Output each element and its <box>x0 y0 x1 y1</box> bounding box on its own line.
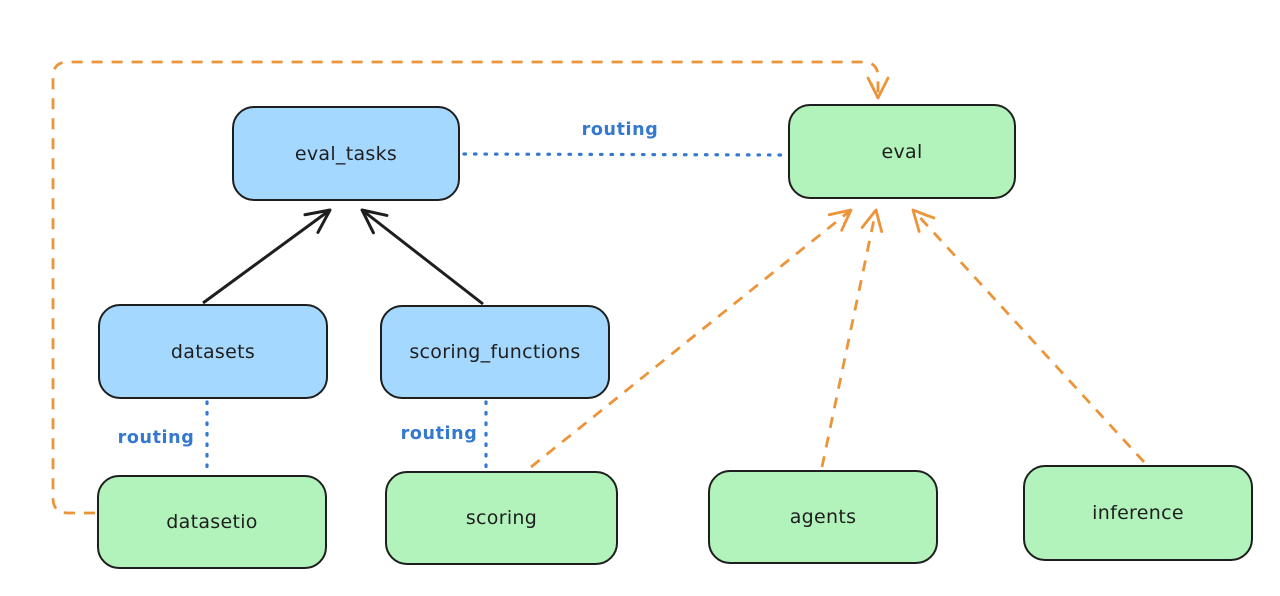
node-eval-label: eval <box>881 140 923 163</box>
node-eval: eval <box>788 104 1016 199</box>
node-eval-tasks-label: eval_tasks <box>294 142 398 165</box>
node-scoring-functions: scoring_functions <box>380 305 610 399</box>
edge-label-routing-eval-tasks-eval: routing <box>581 120 659 140</box>
edge-eval-tasks-to-eval-routing <box>462 152 788 157</box>
node-eval-tasks: eval_tasks <box>232 106 460 201</box>
node-agents-label: agents <box>789 506 857 528</box>
node-scoring: scoring <box>385 471 618 565</box>
edge-inference-to-eval <box>911 208 1146 463</box>
node-scoring-label: scoring <box>465 507 538 529</box>
node-datasetio-label: datasetio <box>166 511 258 533</box>
node-datasetio: datasetio <box>97 475 327 569</box>
edge-agents-to-eval <box>820 208 884 468</box>
edge-scoring-functions-to-eval-tasks <box>360 208 484 306</box>
node-datasets-label: datasets <box>170 340 256 363</box>
node-scoring-functions-label: scoring_functions <box>409 341 581 363</box>
node-agents: agents <box>708 470 938 564</box>
node-datasets: datasets <box>98 304 328 399</box>
edge-datasets-to-eval-tasks <box>202 208 332 305</box>
edge-label-routing-datasets-datasetio: routing <box>117 428 195 448</box>
node-inference: inference <box>1023 465 1253 561</box>
node-inference-label: inference <box>1092 502 1184 524</box>
edge-label-routing-scoring-functions-scoring: routing <box>400 424 478 444</box>
